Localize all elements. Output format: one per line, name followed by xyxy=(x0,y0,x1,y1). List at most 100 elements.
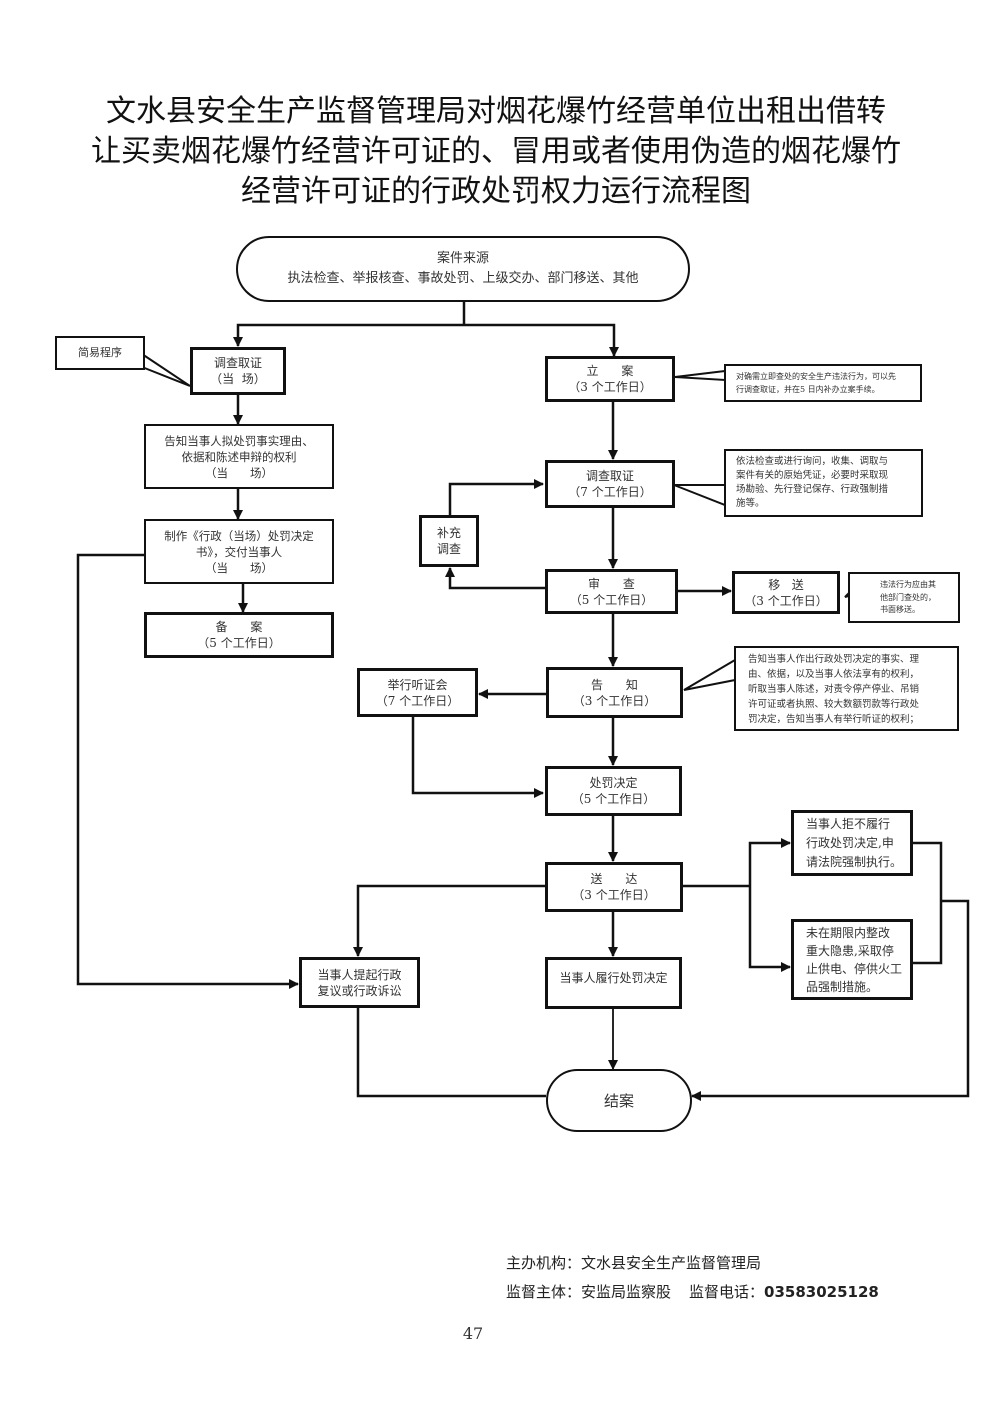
comply-node: 当事人履行处罚决定 xyxy=(545,957,682,1009)
node-line: （当 场） xyxy=(205,465,273,480)
node-line: 当事人履行处罚决定 xyxy=(559,971,668,985)
connector-deliver-to-appeal xyxy=(353,884,546,957)
connector-hearing-to-decision xyxy=(411,717,544,798)
file-case-node: 立 案 （3 个工作日） xyxy=(545,356,675,402)
investigation-node: 调查取证 （7 个工作日） xyxy=(545,460,675,508)
callout-pointer-file xyxy=(674,369,726,382)
node-line: 移 送 xyxy=(768,577,804,592)
node-line: （3 个工作日） xyxy=(744,593,828,608)
node-line: （当 场） xyxy=(210,372,266,386)
node-line: 结案 xyxy=(603,1091,634,1110)
archive-node: 备 案 （5 个工作日） xyxy=(144,612,334,658)
node-line: 书》，交付当事人 xyxy=(195,544,283,559)
node-line: 调查取证 xyxy=(213,356,262,370)
node-line: （7 个工作日） xyxy=(375,693,460,708)
notify-note: 告知当事人作出行政处罚决定的事实、理 由、依据，以及当事人依法享有的权利， 听取… xyxy=(734,646,959,731)
phone-value: 03583025128 xyxy=(764,1283,879,1301)
supervisor-value: 安监局监察股 xyxy=(581,1283,672,1301)
organizer-value: 文水县安全生产监督管理局 xyxy=(581,1254,762,1272)
connector-split-left xyxy=(233,323,464,347)
callout-pointer-notify xyxy=(683,658,736,691)
file-case-note: 对确需立即查处的安全生产违法行为，可以先 行调查取证，并在5 日内补办立案手续。 xyxy=(724,364,922,402)
footer: 主办机构：文水县安全生产监督管理局 监督主体：安监局监察股监督电话：035830… xyxy=(506,1251,879,1304)
investigation-note: 依法检查或进行询问，收集、调取与 案件有关的原始凭证，必要时采取现 场勘验、先行… xyxy=(724,449,923,517)
node-line: 处罚决定 xyxy=(589,776,638,790)
note-line: 施等。 xyxy=(736,498,765,509)
notify-node: 告 知 （3 个工作日） xyxy=(546,667,683,718)
note-line: 许可证或者执照、较大数额罚款等行政处 xyxy=(748,699,920,710)
note-line: 案件有关的原始凭证，必要时采取现 xyxy=(736,470,889,481)
page-title: 文水县安全生产监督管理局对烟花爆竹经营单位出租出借转 让买卖烟花爆竹经营许可证的… xyxy=(60,92,932,212)
node-line: （5 个工作日） xyxy=(569,592,654,607)
connector-doc-to-appeal xyxy=(76,553,299,989)
node-line: 品强制措施。 xyxy=(806,979,879,994)
node-line: 备 案 xyxy=(215,620,263,634)
appeal-node: 当事人提起行政 复议或行政诉讼 xyxy=(299,957,420,1008)
node-line: 行政处罚决定,申 xyxy=(806,835,894,850)
transfer-note: 违法行为应由其 他部门查处的， 书面移送。 xyxy=(848,572,960,623)
node-line: 调查取证 xyxy=(585,469,634,483)
connector-branch-to-refuse xyxy=(748,838,791,886)
connector-join-to-close xyxy=(691,899,970,1101)
page-number: 47 xyxy=(462,1324,484,1343)
onsite-investigation-node: 调查取证 （当 场） xyxy=(190,347,286,395)
enforce-node: 未在期限内整改 重大隐患,采取停 止供电、停供火工 品强制措施。 xyxy=(791,919,913,1000)
node-line: 举行听证会 xyxy=(387,677,448,692)
node-line: 依据和陈述申辩的权利 xyxy=(181,449,297,464)
node-line: （3 个工作日） xyxy=(572,693,657,708)
connector-split-right xyxy=(464,323,619,357)
supplementary-investigation-node: 补充 调查 xyxy=(419,515,479,567)
node-line: 请法院强制执行。 xyxy=(806,854,903,869)
connector-refuse-join xyxy=(912,841,943,965)
supervisor-label: 监督主体： xyxy=(506,1283,582,1301)
supervisor-line: 监督主体：安监局监察股监督电话：03583025128 xyxy=(506,1280,879,1304)
note-line: 告知当事人作出行政处罚决定的事实、理 xyxy=(748,654,920,665)
node-line: （3 个工作日） xyxy=(572,888,656,902)
note-line: 对确需立即查处的安全生产违法行为，可以先 xyxy=(736,372,896,381)
node-line: （5 个工作日） xyxy=(197,636,281,650)
make-decision-document-node: 制作《行政（当场）处罚决定 书》，交付当事人 （当 场） xyxy=(144,519,334,584)
node-line: 送 达 xyxy=(590,872,638,886)
simple-procedure-label: 简易程序 xyxy=(55,336,145,370)
node-line: （5 个工作日） xyxy=(571,792,656,806)
phone-label: 监督电话： xyxy=(689,1283,765,1301)
connector-supplement-to-investigate xyxy=(448,479,544,515)
organizer-label: 主办机构： xyxy=(506,1254,582,1272)
connector-review-to-supplement xyxy=(445,567,546,590)
node-line: 调查 xyxy=(436,542,461,556)
penalty-decision-node: 处罚决定 （5 个工作日） xyxy=(545,766,682,816)
node-line: （3 个工作日） xyxy=(568,380,652,394)
refuse-node: 当事人拒不履行 行政处罚决定,申 请法院强制执行。 xyxy=(791,810,913,876)
case-closed-node: 结案 xyxy=(546,1069,692,1132)
note-line: 书面移送。 xyxy=(880,605,920,614)
note-line: 行调查取证，并在5 日内补办立案手续。 xyxy=(736,385,880,394)
notify-rights-node: 告知当事人拟处罚事实理由、 依据和陈述申辩的权利 （当 场） xyxy=(144,424,334,489)
case-source-node: 案件来源 执法检查、举报核查、事故处罚、上级交办、部门移送、其他 xyxy=(236,236,690,302)
node-line: 审 查 xyxy=(588,576,635,591)
case-source-title: 案件来源 xyxy=(436,251,489,266)
node-line: 重大隐患,采取停 xyxy=(806,943,894,958)
node-line: 止供电、停供火工 xyxy=(806,961,903,976)
title-line-1: 文水县安全生产监督管理局对烟花爆竹经营单位出租出借转 xyxy=(106,94,886,129)
review-node: 审 查 （5 个工作日） xyxy=(545,569,678,614)
callout-pointer-simple xyxy=(141,352,191,387)
node-line: 当事人拒不履行 xyxy=(806,816,891,831)
node-line: 复议或行政诉讼 xyxy=(317,983,402,998)
title-line-3: 经营许可证的行政处罚权力运行流程图 xyxy=(241,174,751,209)
delivery-node: 送 达 （3 个工作日） xyxy=(545,862,683,912)
node-line: 当事人提起行政 xyxy=(317,967,402,982)
node-line: 补充 xyxy=(436,526,461,540)
node-line: 告 知 xyxy=(591,677,638,692)
note-line: 听取当事人陈述，对责令停产停业、吊销 xyxy=(748,684,920,695)
note-line: 他部门查处的， xyxy=(880,592,936,602)
node-line: （当 场） xyxy=(205,560,273,575)
note-line: 依法检查或进行询问，收集、调取与 xyxy=(736,456,889,467)
note-line: 罚决定，告知当事人有举行听证的权利； xyxy=(748,714,920,725)
note-line: 由、依据，以及当事人依法享有的权利， xyxy=(748,669,920,680)
note-line: 违法行为应由其 xyxy=(880,580,936,589)
transfer-node: 移 送 （3 个工作日） xyxy=(732,571,840,614)
note-line: 场勘验、先行登记保存、行政强制措 xyxy=(736,484,889,495)
node-line: 制作《行政（当场）处罚决定 xyxy=(164,528,314,543)
node-line: 立 案 xyxy=(586,364,634,378)
